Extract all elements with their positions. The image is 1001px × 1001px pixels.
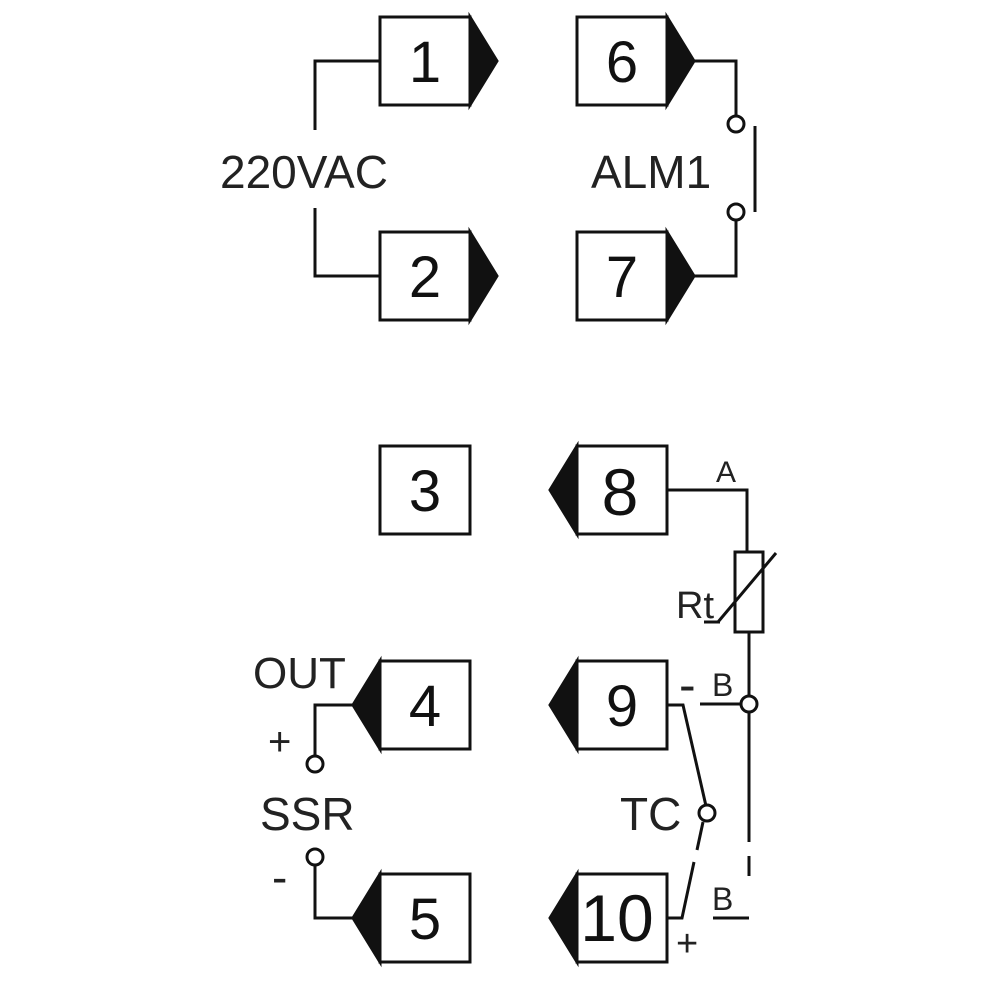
rtd-a-label: A [716,456,736,489]
terminal-4-label: 4 [409,674,441,739]
alarm-contact-top [726,114,746,134]
terminal-10-label: 10 [580,881,653,955]
terminal-7 [575,226,696,326]
terminal-7-label: 7 [606,245,638,310]
terminal-2-label: 2 [409,245,441,310]
terminal-6-label: 6 [606,30,638,95]
alarm-wire-top [694,59,738,116]
terminal-6 [575,11,696,111]
terminal-4 [351,655,472,755]
output-label: OUT [253,649,346,698]
terminal-8 [548,440,669,540]
ssr-plus-label: + [268,720,291,764]
ssr-label: SSR [260,788,355,840]
terminal-9 [548,655,669,755]
power-wire-bottom [313,208,380,278]
rtd-b2-label: B [712,881,733,917]
terminal-1 [378,11,499,111]
rtd-label: Rt [676,585,714,627]
ssr-wire-minus [313,865,353,920]
terminal-5-label: 5 [409,887,441,952]
tc-junction [697,803,717,823]
terminal-8-label: 8 [602,455,639,529]
ssr-wire-plus [313,703,353,756]
rtd-b-label: B [712,667,733,703]
ssr-contact-minus [305,847,325,867]
tc-wire-plus [667,861,696,920]
terminal-3 [378,444,472,536]
power-label: 220VAC [220,146,388,198]
terminal-3-label: 3 [409,459,441,524]
alarm-label: ALM1 [591,146,711,198]
alarm-contact-bottom [726,202,746,222]
rtd-resistor [733,550,765,634]
ssr-minus-label: - [272,851,287,903]
terminal-10 [548,868,669,968]
rtd-node-b [739,694,759,714]
tc-plus-label: + [676,923,698,965]
power-wire-top [313,59,380,130]
tc-minus-label: - [679,657,696,713]
ssr-contact-plus [305,754,325,774]
terminal-1-label: 1 [409,30,441,95]
rtd-resistor-slash [716,552,778,623]
terminal-9-label: 9 [606,674,638,739]
alarm-wire-bottom [694,220,738,278]
rtd-wire-a [667,488,749,552]
tc-wire-plus-dash [695,821,705,851]
tc-label: TC [620,788,681,840]
terminal-5 [351,868,472,968]
terminal-2 [378,226,499,326]
tc-wire-minus [667,703,708,807]
